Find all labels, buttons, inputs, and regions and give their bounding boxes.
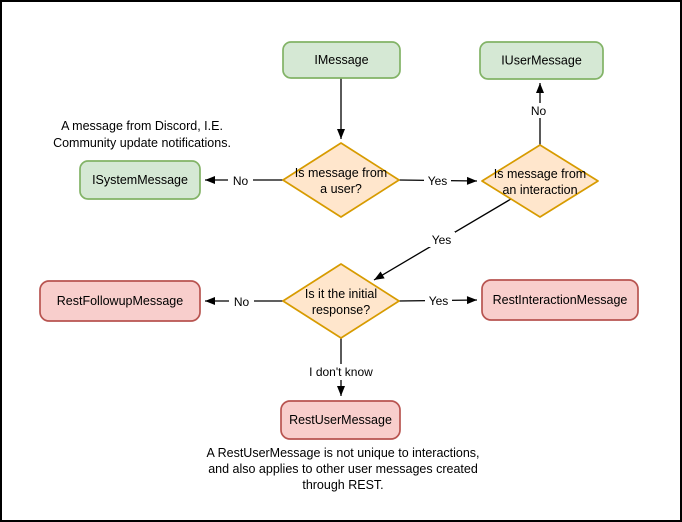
rest-user-message-note-line2: and also applies to other user messages … xyxy=(208,462,478,476)
decision-is-from-user-shape xyxy=(282,142,400,218)
edge-labels: No Yes No Yes No Yes I don't know xyxy=(228,103,551,380)
edge-label-initial-yes: Yes xyxy=(429,294,449,308)
decision-is-initial-response-line1: Is it the initial xyxy=(305,287,377,301)
node-imessage-label: IMessage xyxy=(314,53,368,67)
decision-is-initial-response: Is it the initial response? xyxy=(282,263,400,339)
decision-is-from-user-line1: Is message from xyxy=(295,166,387,180)
node-restfollowupmessage-label: RestFollowupMessage xyxy=(57,294,183,308)
system-message-note-line1: A message from Discord, I.E. xyxy=(61,119,223,133)
node-iusermessage-label: IUserMessage xyxy=(501,54,582,68)
decision-is-initial-response-shape xyxy=(282,263,400,339)
edge-label-user-yes: Yes xyxy=(428,174,448,188)
node-isystemmessage-label: ISystemMessage xyxy=(92,173,188,187)
node-iusermessage-shape xyxy=(479,41,604,80)
edge-label-bg xyxy=(425,293,452,308)
edge-label-user-no: No xyxy=(233,174,249,188)
node-restfollowupmessage: RestFollowupMessage xyxy=(39,280,201,322)
edge-label-bg xyxy=(424,173,451,188)
node-restusermessage: RestUserMessage xyxy=(280,400,401,440)
edge-label-bg xyxy=(229,294,254,309)
decision-is-from-interaction: Is message from an interaction xyxy=(481,144,599,218)
edge-label-bg xyxy=(228,173,253,188)
node-restinteractionmessage-label: RestInteractionMessage xyxy=(493,293,628,307)
edge-label-bg xyxy=(307,364,375,380)
decision-is-initial-response-line2: response? xyxy=(312,303,370,317)
rest-user-message-note-line3: through REST. xyxy=(302,478,383,492)
decision-is-from-user-line2: a user? xyxy=(320,182,362,196)
node-imessage: IMessage xyxy=(282,41,401,79)
node-isystemmessage-shape xyxy=(79,160,201,200)
edge-label-initial-unknown: I don't know xyxy=(309,365,373,379)
node-restinteractionmessage-shape xyxy=(481,279,639,321)
decision-is-from-interaction-shape xyxy=(481,144,599,218)
node-restinteractionmessage: RestInteractionMessage xyxy=(481,279,639,321)
rest-user-message-note: A RestUserMessage is not unique to inter… xyxy=(206,446,479,492)
node-restusermessage-label: RestUserMessage xyxy=(289,413,392,427)
edge-label-interaction-no: No xyxy=(531,104,547,118)
system-message-note: A message from Discord, I.E. Community u… xyxy=(53,119,231,150)
decision-is-from-interaction-line1: Is message from xyxy=(494,167,586,181)
edge-label-initial-no: No xyxy=(234,295,250,309)
system-message-note-line2: Community update notifications. xyxy=(53,136,231,150)
decision-is-from-user: Is message from a user? xyxy=(282,142,400,218)
node-isystemmessage: ISystemMessage xyxy=(79,160,201,200)
node-iusermessage: IUserMessage xyxy=(479,41,604,80)
decision-is-from-interaction-line2: an interaction xyxy=(502,183,577,197)
node-imessage-shape xyxy=(282,41,401,79)
edge-label-interaction-yes: Yes xyxy=(432,233,452,247)
node-restfollowupmessage-shape xyxy=(39,280,201,322)
rest-user-message-note-line1: A RestUserMessage is not unique to inter… xyxy=(206,446,479,460)
edges xyxy=(205,78,544,396)
edge-label-bg xyxy=(526,103,551,118)
node-restusermessage-shape xyxy=(280,400,401,440)
edge-label-bg xyxy=(428,232,455,247)
